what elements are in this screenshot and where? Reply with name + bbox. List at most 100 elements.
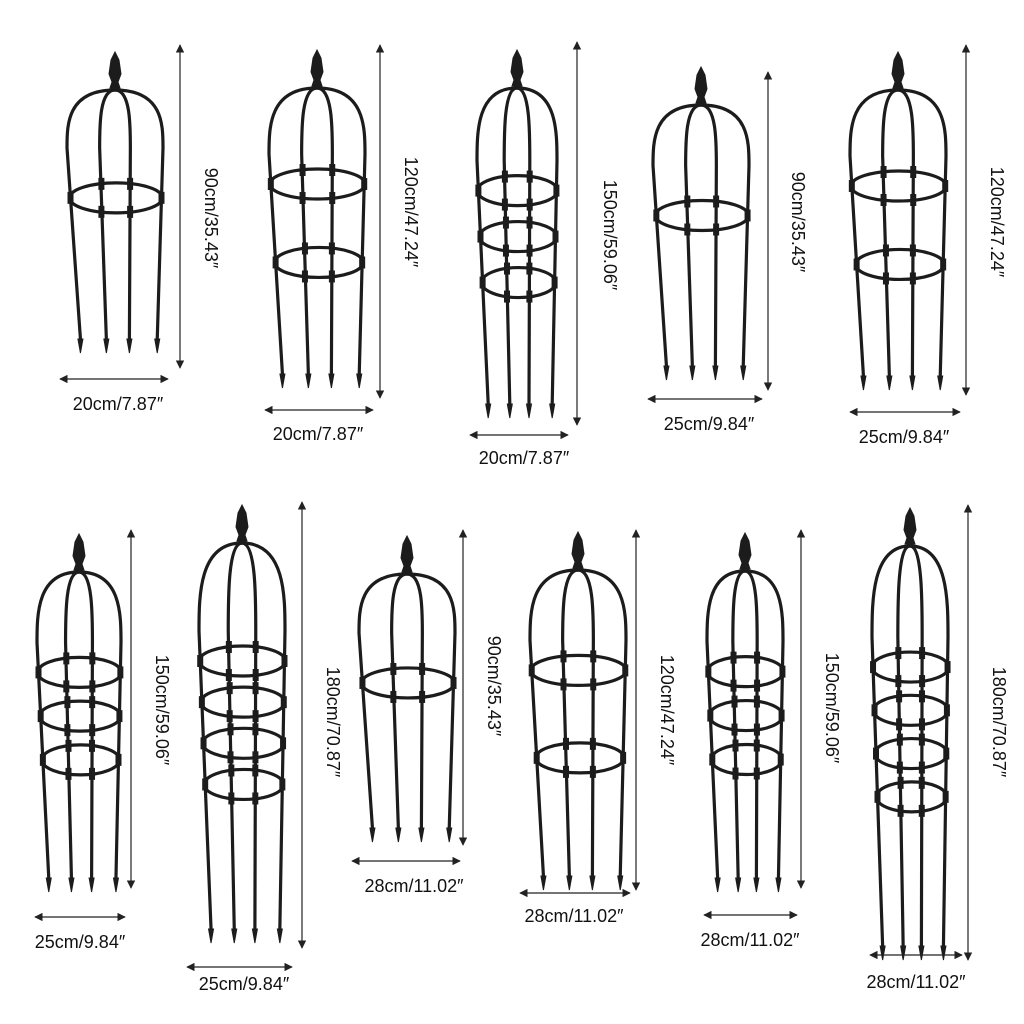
support-ring bbox=[35, 655, 123, 690]
ground-stake bbox=[540, 875, 547, 891]
width-label: 28cm/11.02″ bbox=[700, 930, 800, 950]
trellis-frame bbox=[197, 541, 288, 931]
ring-clip bbox=[280, 696, 287, 709]
trellis-frame bbox=[651, 103, 751, 368]
trellis-leg bbox=[848, 88, 900, 378]
ring-clip bbox=[361, 178, 368, 190]
ring-clip bbox=[98, 177, 105, 190]
ground-stake bbox=[126, 338, 133, 354]
ground-stake bbox=[395, 827, 402, 843]
ring-clip bbox=[590, 650, 597, 663]
ground-stake bbox=[775, 877, 782, 893]
ring-clip bbox=[39, 753, 46, 766]
width-label: 20cm/7.87″ bbox=[73, 394, 164, 414]
ring-clip bbox=[479, 276, 486, 289]
ring-clip bbox=[390, 662, 397, 675]
ring-clip bbox=[526, 262, 533, 275]
ring-clip bbox=[943, 747, 950, 760]
ring-clip bbox=[918, 776, 925, 789]
ring-clip bbox=[882, 244, 889, 257]
width-label: 28cm/11.02″ bbox=[524, 906, 624, 926]
ring-clip bbox=[475, 184, 482, 197]
ring-clip bbox=[117, 666, 124, 679]
trellis-leg bbox=[240, 541, 258, 931]
ring-clip bbox=[328, 242, 335, 255]
finial bbox=[108, 50, 122, 89]
support-ring bbox=[38, 699, 123, 733]
trellis-leg bbox=[896, 88, 948, 378]
ground-stake bbox=[860, 375, 867, 391]
support-ring bbox=[67, 181, 165, 215]
height-label: 120cm/47.24″ bbox=[987, 167, 1007, 278]
support-ring bbox=[268, 167, 367, 201]
support-ring bbox=[873, 736, 949, 771]
ring-clip bbox=[590, 678, 597, 691]
ground-stake bbox=[940, 945, 947, 961]
ring-clip bbox=[477, 230, 484, 243]
trellis-leg bbox=[699, 103, 751, 368]
ring-clip bbox=[909, 244, 916, 257]
trellis-leg bbox=[315, 86, 334, 376]
ring-clip bbox=[895, 647, 902, 660]
trellis-leg bbox=[896, 544, 912, 948]
support-ring bbox=[199, 685, 287, 719]
finial bbox=[400, 534, 414, 573]
trellis-leg bbox=[267, 86, 319, 376]
ground-stake bbox=[68, 877, 75, 893]
ring-clip bbox=[301, 270, 308, 283]
ring-clip bbox=[279, 778, 286, 791]
ground-stake bbox=[663, 365, 670, 381]
ground-stake bbox=[112, 877, 120, 893]
trellis-frame bbox=[705, 569, 786, 880]
support-ring bbox=[871, 693, 950, 727]
ring-clip bbox=[942, 180, 949, 192]
width-label: 25cm/9.84″ bbox=[859, 427, 950, 447]
height-label: 90cm/35.43″ bbox=[201, 168, 221, 269]
ground-stake bbox=[900, 945, 907, 961]
trellis-leg bbox=[705, 569, 747, 880]
ring-clip bbox=[359, 256, 366, 269]
ring-clip bbox=[553, 184, 560, 197]
trellis-leg bbox=[743, 569, 785, 880]
trellis-item: 90cm/35.43″28cm/11.02″ bbox=[351, 529, 504, 896]
trellis-leg bbox=[300, 86, 319, 376]
trellis-item: 150cm/59.06″25cm/9.84″ bbox=[34, 529, 172, 952]
ring-clip bbox=[501, 170, 508, 183]
support-ring bbox=[273, 245, 365, 280]
trellis-leg bbox=[528, 568, 580, 878]
ground-stake bbox=[154, 338, 161, 354]
ground-stake bbox=[279, 373, 286, 389]
ring-clip bbox=[560, 678, 567, 691]
ring-clip bbox=[551, 276, 558, 289]
ground-stake bbox=[103, 338, 110, 354]
finial bbox=[571, 530, 585, 569]
support-ring bbox=[854, 247, 946, 282]
trellis-leg bbox=[515, 86, 559, 406]
ring-clip bbox=[225, 641, 232, 653]
height-label: 90cm/35.43″ bbox=[788, 172, 808, 273]
ground-stake bbox=[909, 375, 916, 391]
ring-clip bbox=[281, 655, 288, 667]
ring-clip bbox=[730, 679, 737, 692]
ring-clip bbox=[744, 209, 751, 222]
ring-clip bbox=[267, 178, 274, 190]
support-ring bbox=[709, 742, 784, 777]
trellis-leg bbox=[35, 570, 81, 880]
ground-stake bbox=[77, 338, 84, 354]
trellis-leg bbox=[908, 544, 950, 948]
support-ring bbox=[529, 653, 628, 688]
trellis-leg bbox=[881, 88, 900, 378]
trellis-leg bbox=[515, 86, 532, 406]
width-label: 20cm/7.87″ bbox=[479, 448, 570, 468]
ground-stake bbox=[714, 877, 721, 893]
trellis-leg bbox=[731, 569, 747, 880]
ground-stake bbox=[276, 928, 283, 944]
trellis-frame bbox=[357, 572, 457, 830]
ring-clip bbox=[533, 751, 540, 764]
ring-clip bbox=[329, 192, 336, 204]
ring-clip bbox=[528, 664, 535, 677]
trellis-item: 180cm/70.87″28cm/11.02″ bbox=[866, 504, 1009, 992]
support-ring bbox=[40, 743, 122, 777]
ring-clip bbox=[502, 244, 509, 257]
